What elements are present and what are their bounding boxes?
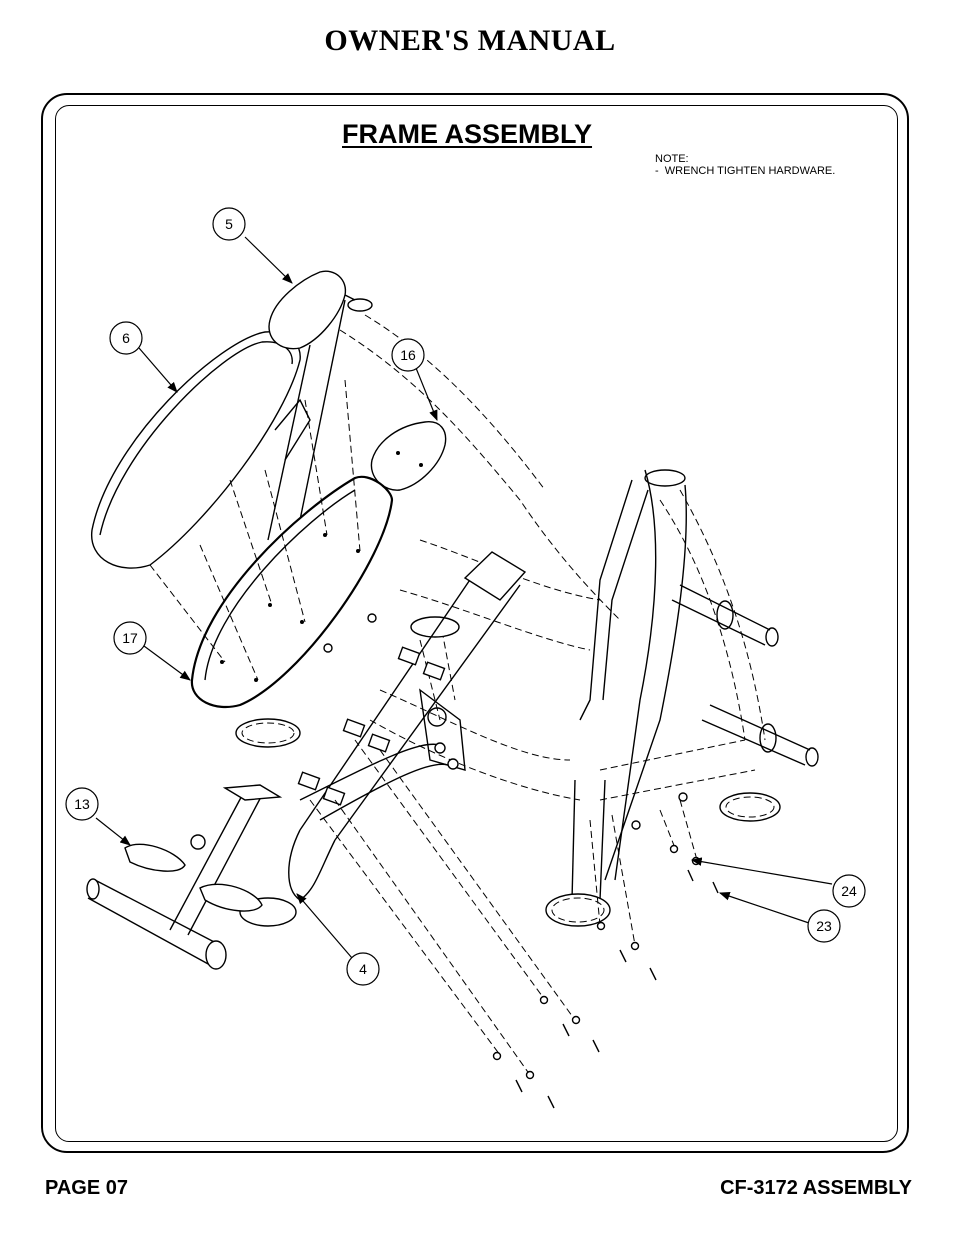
callout-23: 23 xyxy=(807,909,841,943)
callout-16-label: 16 xyxy=(400,347,416,363)
callout-4-label: 4 xyxy=(359,961,367,977)
leg-hold-stem xyxy=(86,784,283,970)
head-pad xyxy=(268,270,356,350)
callout-17-label: 17 xyxy=(122,630,138,646)
manual-title: OWNER'S MANUAL xyxy=(324,24,616,57)
section-title: FRAME ASSEMBLY xyxy=(342,119,593,149)
foot-pads xyxy=(235,616,781,927)
callout-5-label: 5 xyxy=(225,216,233,232)
weight-horns xyxy=(671,584,819,767)
callout-13-label: 13 xyxy=(74,796,90,812)
callout-13: 13 xyxy=(65,787,99,821)
hardware-alignment xyxy=(149,379,698,1076)
callout-24-label: 24 xyxy=(841,883,857,899)
outer-frame xyxy=(41,93,909,1153)
inner-frame xyxy=(55,105,898,1142)
page-number: PAGE 07 xyxy=(45,1177,128,1199)
callout-24: 24 xyxy=(832,874,866,908)
note-heading: NOTE: xyxy=(655,153,689,165)
callout-23-label: 23 xyxy=(816,918,832,934)
small-pad xyxy=(370,421,447,491)
seat-rail xyxy=(288,551,527,901)
rear-upright xyxy=(571,469,687,901)
hardware-bolts xyxy=(323,613,719,1109)
callout-leaders xyxy=(95,236,833,959)
callout-6-label: 6 xyxy=(122,330,130,346)
seat-pad xyxy=(190,475,394,709)
callout-5: 5 xyxy=(212,207,246,241)
note-text: - WRENCH TIGHTEN HARDWARE. xyxy=(655,165,836,177)
main-frame xyxy=(339,314,766,801)
callout-17: 17 xyxy=(113,621,147,655)
callout-4: 4 xyxy=(346,952,380,986)
seat-back-pad xyxy=(91,331,311,569)
model-assembly-label: CF-3172 ASSEMBLY xyxy=(720,1177,912,1199)
callout-16: 16 xyxy=(391,338,425,372)
callout-6: 6 xyxy=(109,321,143,355)
assembly-note: NOTE: - WRENCH TIGHTEN HARDWARE. xyxy=(655,153,835,177)
